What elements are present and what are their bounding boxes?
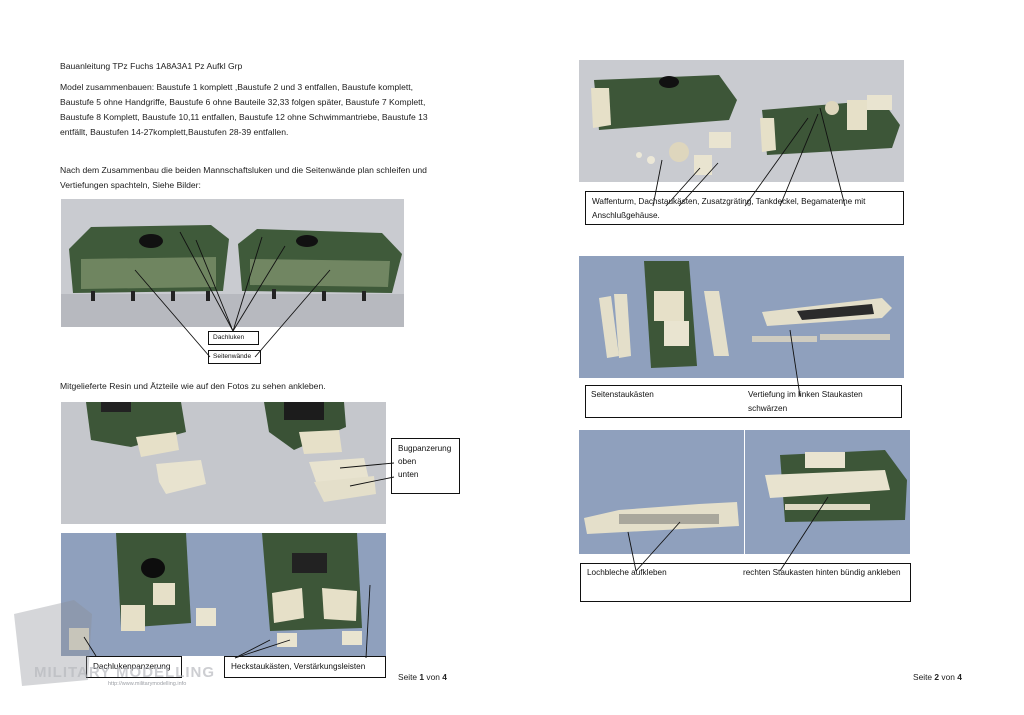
label-waffenturm: Waffenturm, Dachstaukästen, Zusatzgrätin… bbox=[585, 191, 904, 225]
photo-top-right bbox=[742, 60, 904, 182]
label-dachlukenpanzerung: Dachlukenpanzerung bbox=[86, 656, 182, 678]
label-rechten-staukasten: rechten Staukasten hinten bündig anklebe… bbox=[743, 568, 901, 577]
photo-perforated-plates bbox=[579, 430, 744, 554]
photo-hull-left bbox=[61, 199, 232, 327]
label-bugpanzerung: Bugpanzerung oben unten bbox=[391, 438, 460, 494]
label-bottom-group: Lochbleche aufkleben rechten Staukasten … bbox=[580, 563, 911, 602]
label-seitenstau-group: Seitenstaukästen Vertiefung im linken St… bbox=[585, 385, 902, 418]
page1-resin-note: Mitgelieferte Resin und Ätzteile wie auf… bbox=[60, 381, 326, 391]
label-dachluken: Dachluken bbox=[208, 331, 259, 345]
label-seitenstaukaesten: Seitenstaukästen bbox=[591, 390, 654, 399]
page2-number: Seite 2 von 4 bbox=[913, 672, 962, 682]
photo-bow-left bbox=[61, 402, 224, 524]
page1-number: Seite 1 von 4 bbox=[398, 672, 447, 682]
watermark-url: http://www.militarymodelling.info bbox=[108, 681, 187, 687]
tank-silhouette-icon bbox=[14, 600, 92, 686]
photo-hull-right bbox=[232, 199, 404, 327]
watermark-logo bbox=[14, 600, 204, 688]
label-bug-title: Bugpanzerung bbox=[398, 444, 452, 453]
photo-rear bbox=[222, 533, 386, 656]
watermark-text: MILITARY MODELLING bbox=[34, 664, 216, 681]
label-vertiefung: Vertiefung im linken Staukasten schwärze… bbox=[748, 390, 863, 413]
page1-title: Bauanleitung TPz Fuchs 1A8A3A1 Pz Aufkl … bbox=[60, 61, 243, 71]
photo-side-boxes-left bbox=[579, 256, 742, 378]
page1-intro: Model zusammenbauen: Baustufe 1 komplett… bbox=[60, 82, 428, 137]
photo-top-left bbox=[579, 60, 742, 182]
page1-sanding-note: Nach dem Zusammenbau die beiden Mannscha… bbox=[60, 165, 427, 190]
photo-side-boxes-right bbox=[742, 256, 904, 378]
label-bug-oben: oben bbox=[398, 457, 417, 466]
label-bug-unten: unten bbox=[398, 470, 419, 479]
label-lochbleche: Lochbleche aufkleben bbox=[587, 568, 667, 577]
photo-bow-right bbox=[224, 402, 386, 524]
photo-roof-hatch bbox=[61, 533, 222, 656]
label-seitenwaende: Seitenwände bbox=[208, 350, 261, 364]
photo-right-box bbox=[745, 430, 910, 554]
label-heck: Heckstaukästen, Verstärkungsleisten bbox=[224, 656, 386, 678]
